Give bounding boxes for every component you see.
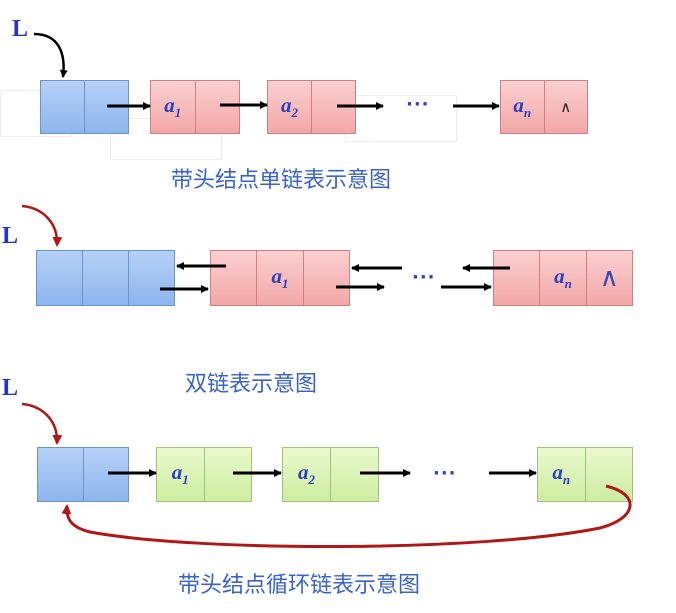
node-next-field xyxy=(196,81,240,133)
node-data-field: an xyxy=(538,448,586,501)
head-node xyxy=(40,80,129,134)
node-data-field: a2 xyxy=(268,81,312,133)
list-node: a1 xyxy=(150,80,240,134)
node-value: an xyxy=(554,263,572,292)
node-value: a1 xyxy=(171,460,189,488)
null-pointer-field: ∧ xyxy=(545,81,588,133)
node-data-field: a2 xyxy=(283,448,331,501)
head-node-next-field xyxy=(129,251,174,305)
null-pointer-field: ∧ xyxy=(587,251,632,305)
node-prior-field xyxy=(211,251,258,305)
ellipsis: ··· xyxy=(406,94,430,115)
head-node-prior-field xyxy=(37,251,83,305)
background-ghost-box xyxy=(345,95,457,142)
node-data-field: a1 xyxy=(157,448,205,501)
ellipsis: ··· xyxy=(433,463,457,484)
head-pointer-label: L xyxy=(2,375,19,401)
head-node xyxy=(36,250,175,306)
node-value: an xyxy=(552,460,571,488)
node-data-field: an xyxy=(501,81,545,133)
diagram-caption: 带头结点单链表示意图 xyxy=(171,168,392,193)
node-value: a1 xyxy=(164,92,182,121)
node-data-field: an xyxy=(540,251,587,305)
head-node xyxy=(37,447,129,502)
head-node-data-field xyxy=(38,448,84,501)
head-pointer-arrow xyxy=(33,32,68,78)
list-node-tail: an ∧ xyxy=(500,80,588,134)
circular-list-node-tail: an xyxy=(537,447,633,502)
head-node-next-field xyxy=(84,448,129,501)
node-next-field xyxy=(304,251,349,305)
node-next-field xyxy=(312,81,355,133)
node-next-field xyxy=(205,448,252,501)
head-pointer-arrow xyxy=(21,204,63,247)
node-value: a2 xyxy=(298,460,315,488)
node-data-field: a1 xyxy=(257,251,304,305)
head-pointer-arrow xyxy=(21,402,63,445)
doubly-list-node-tail: an ∧ xyxy=(493,250,633,306)
head-pointer-label: L xyxy=(2,223,19,249)
node-value: an xyxy=(513,92,532,121)
doubly-list-node: a1 xyxy=(210,250,350,306)
head-node-next-field xyxy=(85,81,128,133)
node-value: a2 xyxy=(281,92,298,121)
null-pointer-symbol: ∧ xyxy=(560,98,572,116)
node-value: a1 xyxy=(271,263,289,292)
node-prior-field xyxy=(494,251,541,305)
head-node-data-field xyxy=(41,81,85,133)
null-pointer-symbol: ∧ xyxy=(599,263,619,293)
diagram-caption: 双链表示意图 xyxy=(185,372,318,397)
circular-list-node: a2 xyxy=(282,447,379,502)
head-pointer-label: L xyxy=(12,16,29,42)
list-node: a2 xyxy=(267,80,356,134)
ellipsis: ··· xyxy=(412,267,436,288)
node-next-field xyxy=(586,448,633,501)
circular-list-node: a1 xyxy=(156,447,252,502)
head-node-data-field xyxy=(83,251,129,305)
node-next-field xyxy=(331,448,378,501)
node-data-field: a1 xyxy=(151,81,196,133)
diagram-caption: 带头结点循环链表示意图 xyxy=(178,573,421,598)
